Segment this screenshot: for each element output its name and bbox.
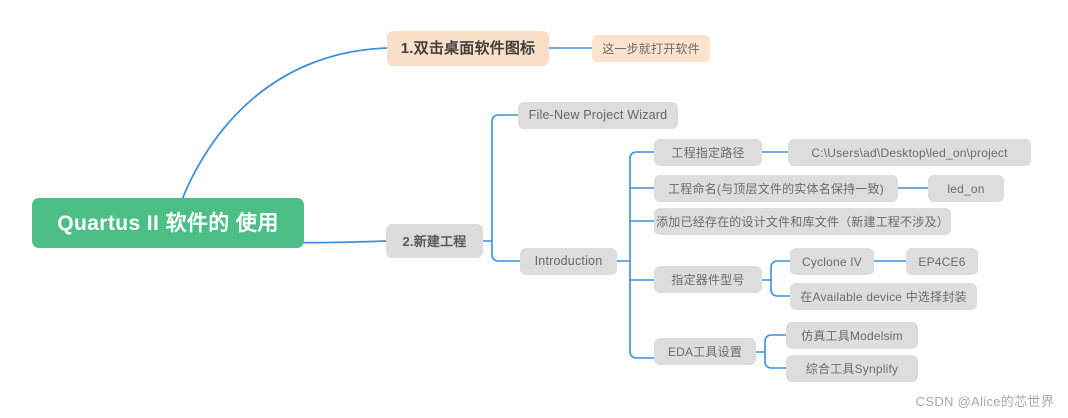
node-specify-device-label: 指定器件型号 (671, 272, 745, 287)
node-open-software-label: 这一步就打开软件 (602, 41, 700, 56)
node-project-path-value[interactable]: C:\Users\ad\Desktop\led_on\project (788, 139, 1031, 166)
node-synthesis-tool-synplify-label: 综合工具Synplify (805, 361, 899, 376)
node-available-device-package[interactable]: 在Available device 中选择封装 (790, 283, 977, 310)
node-cyclone-iv-label: Cyclone IV (801, 254, 863, 269)
node-project-name-label: 工程命名(与顶层文件的实体名保持一致) (668, 181, 884, 196)
node-file-new-project-wizard-label: File-New Project Wizard (528, 108, 668, 123)
branch-node-2-label: 2.新建工程 (402, 233, 467, 249)
node-project-name[interactable]: 工程命名(与顶层文件的实体名保持一致) (654, 175, 898, 202)
watermark: CSDN @Alice的芯世界 (915, 394, 1054, 409)
node-simulation-tool-modelsim-label: 仿真工具Modelsim (801, 328, 903, 343)
node-file-new-project-wizard[interactable]: File-New Project Wizard (518, 102, 678, 129)
node-available-device-package-label: 在Available device 中选择封装 (800, 289, 967, 304)
node-add-existing-files-label: 添加已经存在的设计文件和库文件（新建工程不涉及） (656, 214, 949, 229)
node-add-existing-files[interactable]: 添加已经存在的设计文件和库文件（新建工程不涉及） (654, 208, 951, 235)
root-node[interactable]: Quartus II 软件的 使用 (32, 198, 304, 248)
branch-node-1-label: 1.双击桌面软件图标 (400, 40, 536, 57)
node-specify-device[interactable]: 指定器件型号 (654, 266, 762, 293)
node-simulation-tool-modelsim[interactable]: 仿真工具Modelsim (786, 322, 918, 349)
node-eda-tool-settings[interactable]: EDA工具设置 (654, 338, 756, 365)
node-project-path[interactable]: 工程指定路径 (654, 139, 762, 166)
branch-node-2[interactable]: 2.新建工程 (386, 224, 483, 258)
node-project-path-value-label: C:\Users\ad\Desktop\led_on\project (811, 145, 1008, 160)
node-ep4ce6-label: EP4CE6 (918, 254, 966, 269)
node-introduction[interactable]: Introduction (520, 248, 617, 275)
branch-node-1[interactable]: 1.双击桌面软件图标 (387, 31, 549, 66)
node-introduction-label: Introduction (534, 254, 603, 269)
node-open-software[interactable]: 这一步就打开软件 (592, 35, 710, 62)
node-synthesis-tool-synplify[interactable]: 综合工具Synplify (786, 355, 918, 382)
node-ep4ce6[interactable]: EP4CE6 (906, 248, 978, 275)
node-project-path-label: 工程指定路径 (671, 145, 745, 160)
node-project-name-value-label: led_on (947, 181, 985, 196)
root-node-label: Quartus II 软件的 使用 (57, 211, 279, 235)
node-project-name-value[interactable]: led_on (928, 175, 1004, 202)
node-cyclone-iv[interactable]: Cyclone IV (790, 248, 874, 275)
node-eda-tool-settings-label: EDA工具设置 (667, 344, 743, 359)
